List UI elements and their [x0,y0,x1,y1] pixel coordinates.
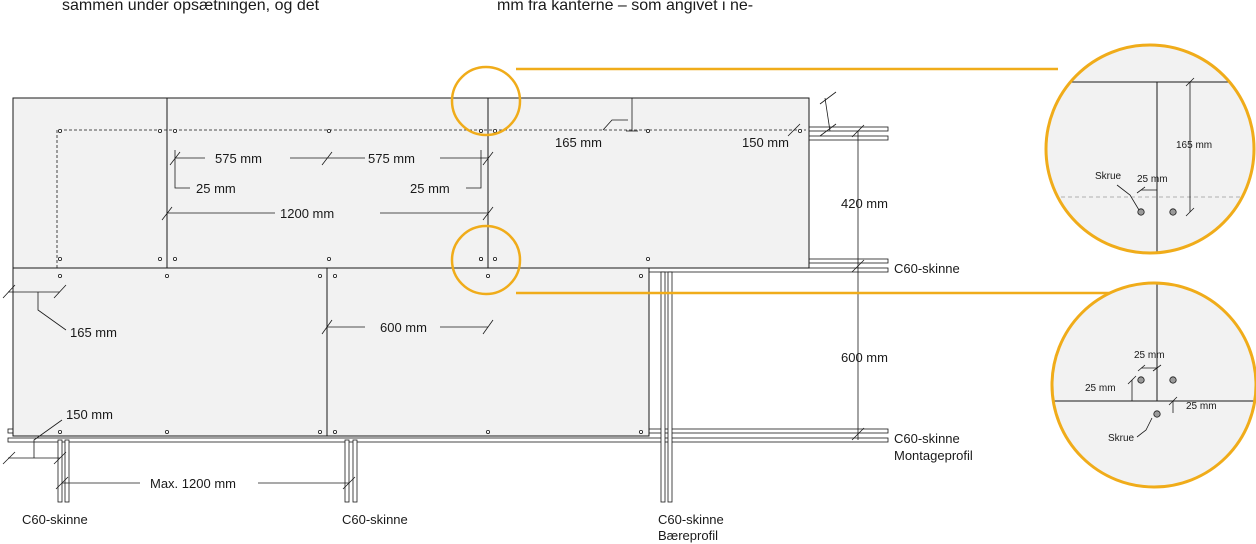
rail-vertical-right [660,271,673,503]
rail-vertical-middle [344,439,358,503]
rail-vertical-left [57,439,70,503]
dim-575-right: 575 mm [368,151,415,166]
screw-icon [1169,376,1177,384]
callout-top-circle [450,65,522,137]
dim-600-middle: 600 mm [380,320,427,335]
callout-middle-circle [450,224,522,296]
dim-1200: 1200 mm [280,206,334,221]
panel-top [12,97,810,269]
dim-600-right: 600 mm [841,350,888,365]
detail-bottom-dim-25-right: 25 mm [1186,401,1217,412]
dim-575-left: 575 mm [215,151,262,166]
screws [58,128,803,434]
label-c60-bottom-middle: C60-skinne [342,512,408,527]
detail-bottom-dim-25-top: 25 mm [1134,350,1165,361]
screw-icon [1137,376,1145,384]
dim-420: 420 mm [841,196,888,211]
detail-bottom: 25 mm 25 mm 25 mm Skrue [1050,281,1256,489]
dim-25-right: 25 mm [410,181,450,196]
dim-150-left: 150 mm [66,407,113,422]
detail-top-dim-25: 25 mm [1137,174,1168,185]
rail-top-horizontal [805,126,889,141]
dim-165-top: 165 mm [555,135,602,150]
dim-150-top: 150 mm [742,135,789,150]
detail-top: Skrue 25 mm 165 mm [1044,43,1256,255]
dim-165-left: 165 mm [70,325,117,340]
screw-icon [1169,208,1177,216]
detail-top-dim-165: 165 mm [1176,140,1212,151]
detail-bottom-dim-25-left: 25 mm [1085,383,1116,394]
label-c60-bottom-right: C60-skinne [658,512,724,527]
label-c60-bottom-left: C60-skinne [22,512,88,527]
detail-top-screw-label: Skrue [1095,171,1122,182]
dim-lines [2,91,865,490]
dim-max-1200: Max. 1200 mm [150,476,236,491]
panel-bottom [12,267,650,437]
dim-25-left: 25 mm [196,181,236,196]
detail-bottom-screw-label: Skrue [1108,433,1135,444]
intro-text-right: mm fra kanterne – som angivet i ne- [497,0,753,14]
label-baereprofil: Bæreprofil [658,528,718,543]
label-c60-right-bottom: C60-skinne [894,431,960,446]
label-montageprofil: Montageprofil [894,448,973,463]
edge-distance-line [56,129,806,268]
intro-text-left: sammen under opsætningen, og det [62,0,320,14]
screw-icon [1137,208,1145,216]
screw-icon [1153,410,1161,418]
label-c60-right-top: C60-skinne [894,261,960,276]
